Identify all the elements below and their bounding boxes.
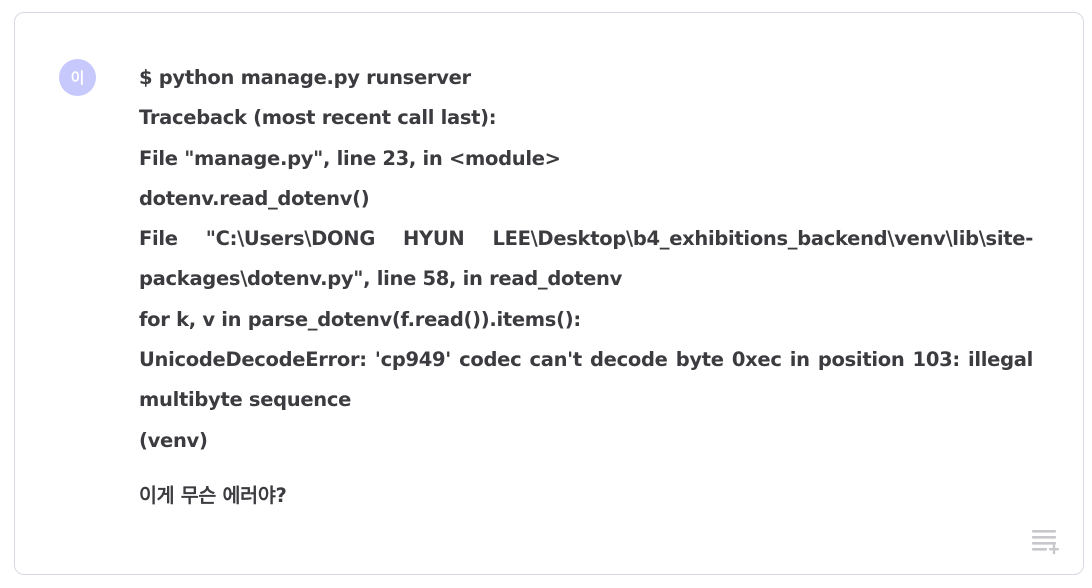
message-line: packages\dotenv.py", line 58, in read_do… <box>139 267 623 291</box>
message-line: File "manage.py", line 23, in <module> <box>139 146 561 170</box>
message-body: $ python manage.py runserver Traceback (… <box>139 58 1033 516</box>
message-line: $ python manage.py runserver <box>139 66 471 89</box>
message-line: File "C:\Users\DONG HYUN LEE\Desktop\b4_… <box>139 227 1033 251</box>
avatar-initial: 이 <box>70 69 85 87</box>
message-line: dotenv.read_dotenv() <box>139 186 370 210</box>
message-line: multibyte sequence <box>139 388 352 412</box>
user-avatar: 이 <box>59 59 96 96</box>
message-card: 이 $ python manage.py runserver Traceback… <box>14 12 1084 575</box>
edit-message-button[interactable] <box>1030 527 1060 555</box>
user-question: 이게 무슨 에러야? <box>139 483 287 507</box>
message-line: UnicodeDecodeError: 'cp949' codec can't … <box>139 348 1033 372</box>
message-line: for k, v in parse_dotenv(f.read()).items… <box>139 307 581 331</box>
message-line: Traceback (most recent call last): <box>139 106 497 130</box>
playlist-add-icon <box>1032 530 1059 555</box>
message-line: (venv) <box>139 428 208 452</box>
